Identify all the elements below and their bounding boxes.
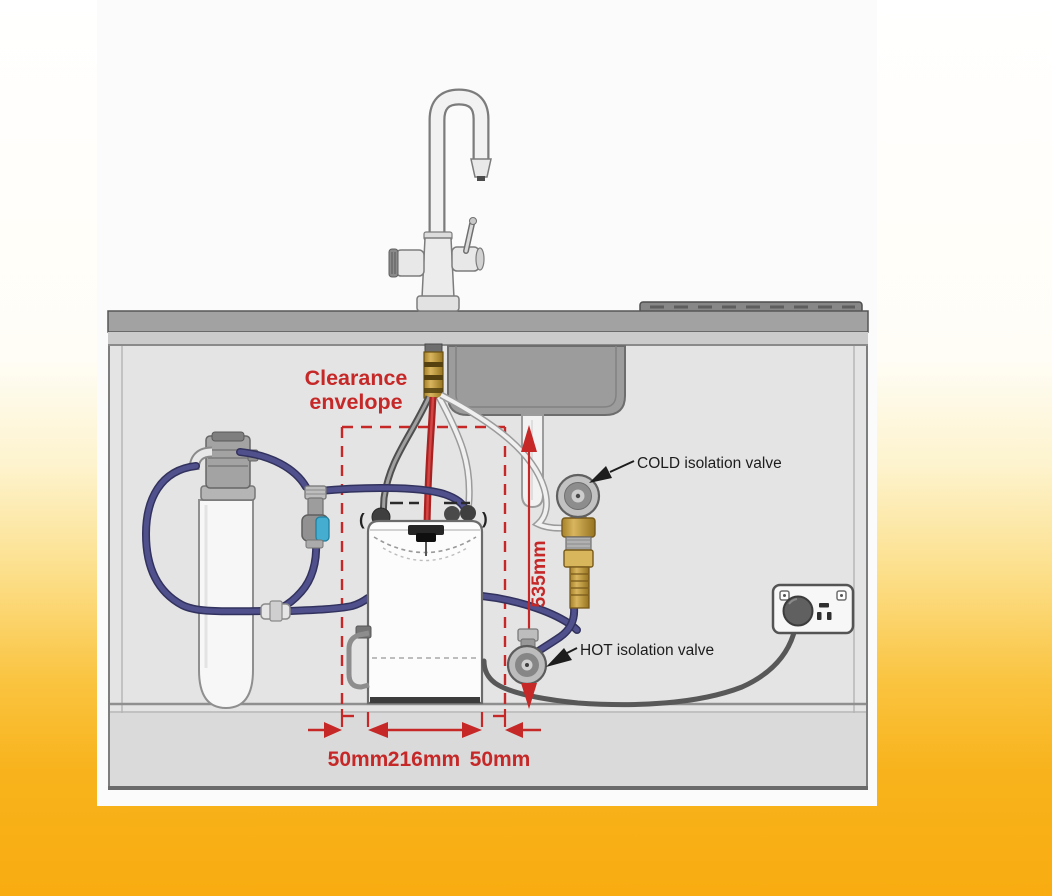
clearance-envelope-box <box>340 425 507 718</box>
dim-right-arrow <box>505 722 523 738</box>
hot-valve-label: HOT isolation valve <box>580 642 714 659</box>
tank-top-clamp <box>408 525 444 535</box>
tank-paren-left: ( <box>359 510 365 529</box>
countertop <box>107 301 869 346</box>
tap <box>388 88 492 312</box>
filter-head <box>205 435 251 489</box>
tank-paren-right: ) <box>482 509 488 528</box>
clearance-label-line2: envelope <box>309 390 402 414</box>
tap-shank <box>423 343 444 399</box>
cold-valve-arrow <box>589 466 612 483</box>
water-heater-tank: ( ) <box>346 501 488 705</box>
cold-isolation-valve <box>555 473 601 609</box>
inline-fitting <box>260 600 291 622</box>
dim-width-arrow-left <box>368 722 388 738</box>
valve-blue-handle <box>315 516 330 542</box>
clearance-label-line1: Clearance <box>305 366 408 390</box>
tube-filter-inlet-loop <box>143 463 264 614</box>
dim-width-arrow-right <box>462 722 482 738</box>
dimension-height-label: 535mm <box>528 540 550 607</box>
tube-filter-outlet <box>237 449 309 490</box>
filter-feed-valve <box>301 485 330 549</box>
tap-hoses <box>379 391 567 532</box>
tap-left-knob <box>395 249 425 277</box>
annotations: Clearance envelope 535mm 50mm 216mm 50mm… <box>305 366 782 771</box>
dimension-width-label: 216mm <box>388 748 460 771</box>
dimension-left-label: 50mm <box>328 748 389 771</box>
dim-left-arrow <box>324 722 342 738</box>
cold-valve-label: COLD isolation valve <box>637 455 782 472</box>
plug <box>782 595 814 627</box>
tank-side-bracket <box>346 630 370 690</box>
hot-valve-arrow <box>546 648 572 667</box>
cabinet-base <box>110 713 866 787</box>
dimension-height-arrow-down <box>521 683 537 709</box>
filter-cartridge <box>198 499 254 710</box>
tap-body <box>421 237 455 299</box>
dimension-right-label: 50mm <box>470 748 531 771</box>
dimension-height-arrow-up <box>521 425 537 452</box>
sink-bowl <box>447 345 626 416</box>
power-cable <box>481 621 799 708</box>
power-socket <box>481 583 855 708</box>
tap-nozzle <box>477 176 485 181</box>
tap-base <box>416 295 460 312</box>
tube-mains-supply <box>534 605 577 655</box>
